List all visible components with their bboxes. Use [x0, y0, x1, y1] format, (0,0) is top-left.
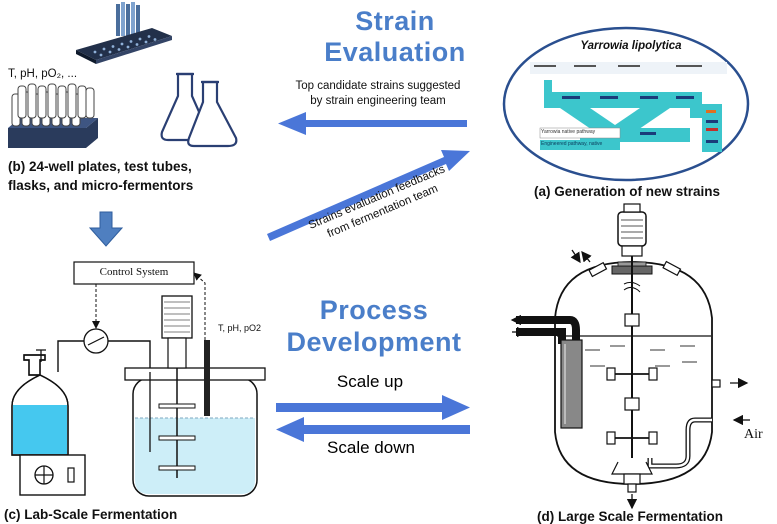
lab-params-label: T, pH, pO2 — [218, 323, 262, 333]
strain-heading-line-1: Strain — [355, 6, 435, 36]
scale-up-arrow — [276, 395, 470, 420]
panel-b-caption: (b) 24-well plates, test tubes, flasks, … — [8, 157, 193, 195]
process-heading-line-1: Process — [319, 295, 429, 325]
panel-a-caption: (a) Generation of new strains — [534, 184, 721, 199]
process-development-heading: Process Development — [272, 294, 476, 358]
panel-d-caption: (d) Large Scale Fermentation — [537, 509, 724, 524]
panel-b-caption-line-2: flasks, and micro-fermentors — [8, 178, 194, 193]
air-inlet-label: Air — [744, 427, 763, 442]
large-fermentor-icon — [516, 203, 721, 493]
control-lines — [92, 272, 206, 340]
process-heading-line-2: Development — [286, 327, 462, 357]
strain-heading-line-2: Evaluation — [324, 37, 466, 67]
feed-tubing — [57, 340, 151, 372]
test-tube-rack-icon — [8, 83, 98, 148]
panel-c-caption: (c) Lab-Scale Fermentation — [4, 507, 178, 522]
pump-icon — [83, 328, 109, 354]
top-candidate-note: Top candidate strains suggested by strai… — [268, 79, 488, 109]
scale-up-label: Scale up — [336, 372, 404, 391]
candidate-strains-arrow — [278, 112, 467, 135]
micro-fermentor-rack-icon — [116, 2, 140, 36]
top-candidate-line-2: by strain engineering team — [310, 95, 446, 107]
strain-evaluation-heading: Strain Evaluation — [300, 6, 490, 68]
native-pathway-legend: Yarrowia native pathway — [541, 129, 596, 135]
plate-params-label: T, pH, pO₂, ... — [8, 68, 78, 80]
flasks-icon — [160, 72, 238, 148]
feedback-arrow — [267, 150, 470, 241]
control-system-label: Control System — [99, 266, 169, 278]
scale-down-arrow — [276, 417, 470, 442]
stirrer-base-icon — [19, 454, 86, 496]
top-candidate-line-1: Top candidate strains suggested — [295, 80, 461, 92]
well-plate-icon — [76, 28, 172, 64]
down-flow-arrow — [88, 211, 124, 247]
flow-direction-arrows — [510, 249, 750, 510]
native-pathway-legend-swatch — [539, 127, 621, 139]
scale-down-label: Scale down — [327, 438, 415, 457]
organism-label: Yarrowia lipolytica — [580, 40, 682, 52]
feed-bottle-icon — [11, 349, 69, 456]
engineered-pathway-legend-swatch — [540, 140, 620, 150]
lab-bioreactor-icon — [124, 295, 266, 497]
engineered-pathway-legend: Engineered pathway, native — [541, 141, 603, 147]
panel-b-caption-line-1: (b) 24-well plates, test tubes, — [8, 159, 192, 174]
